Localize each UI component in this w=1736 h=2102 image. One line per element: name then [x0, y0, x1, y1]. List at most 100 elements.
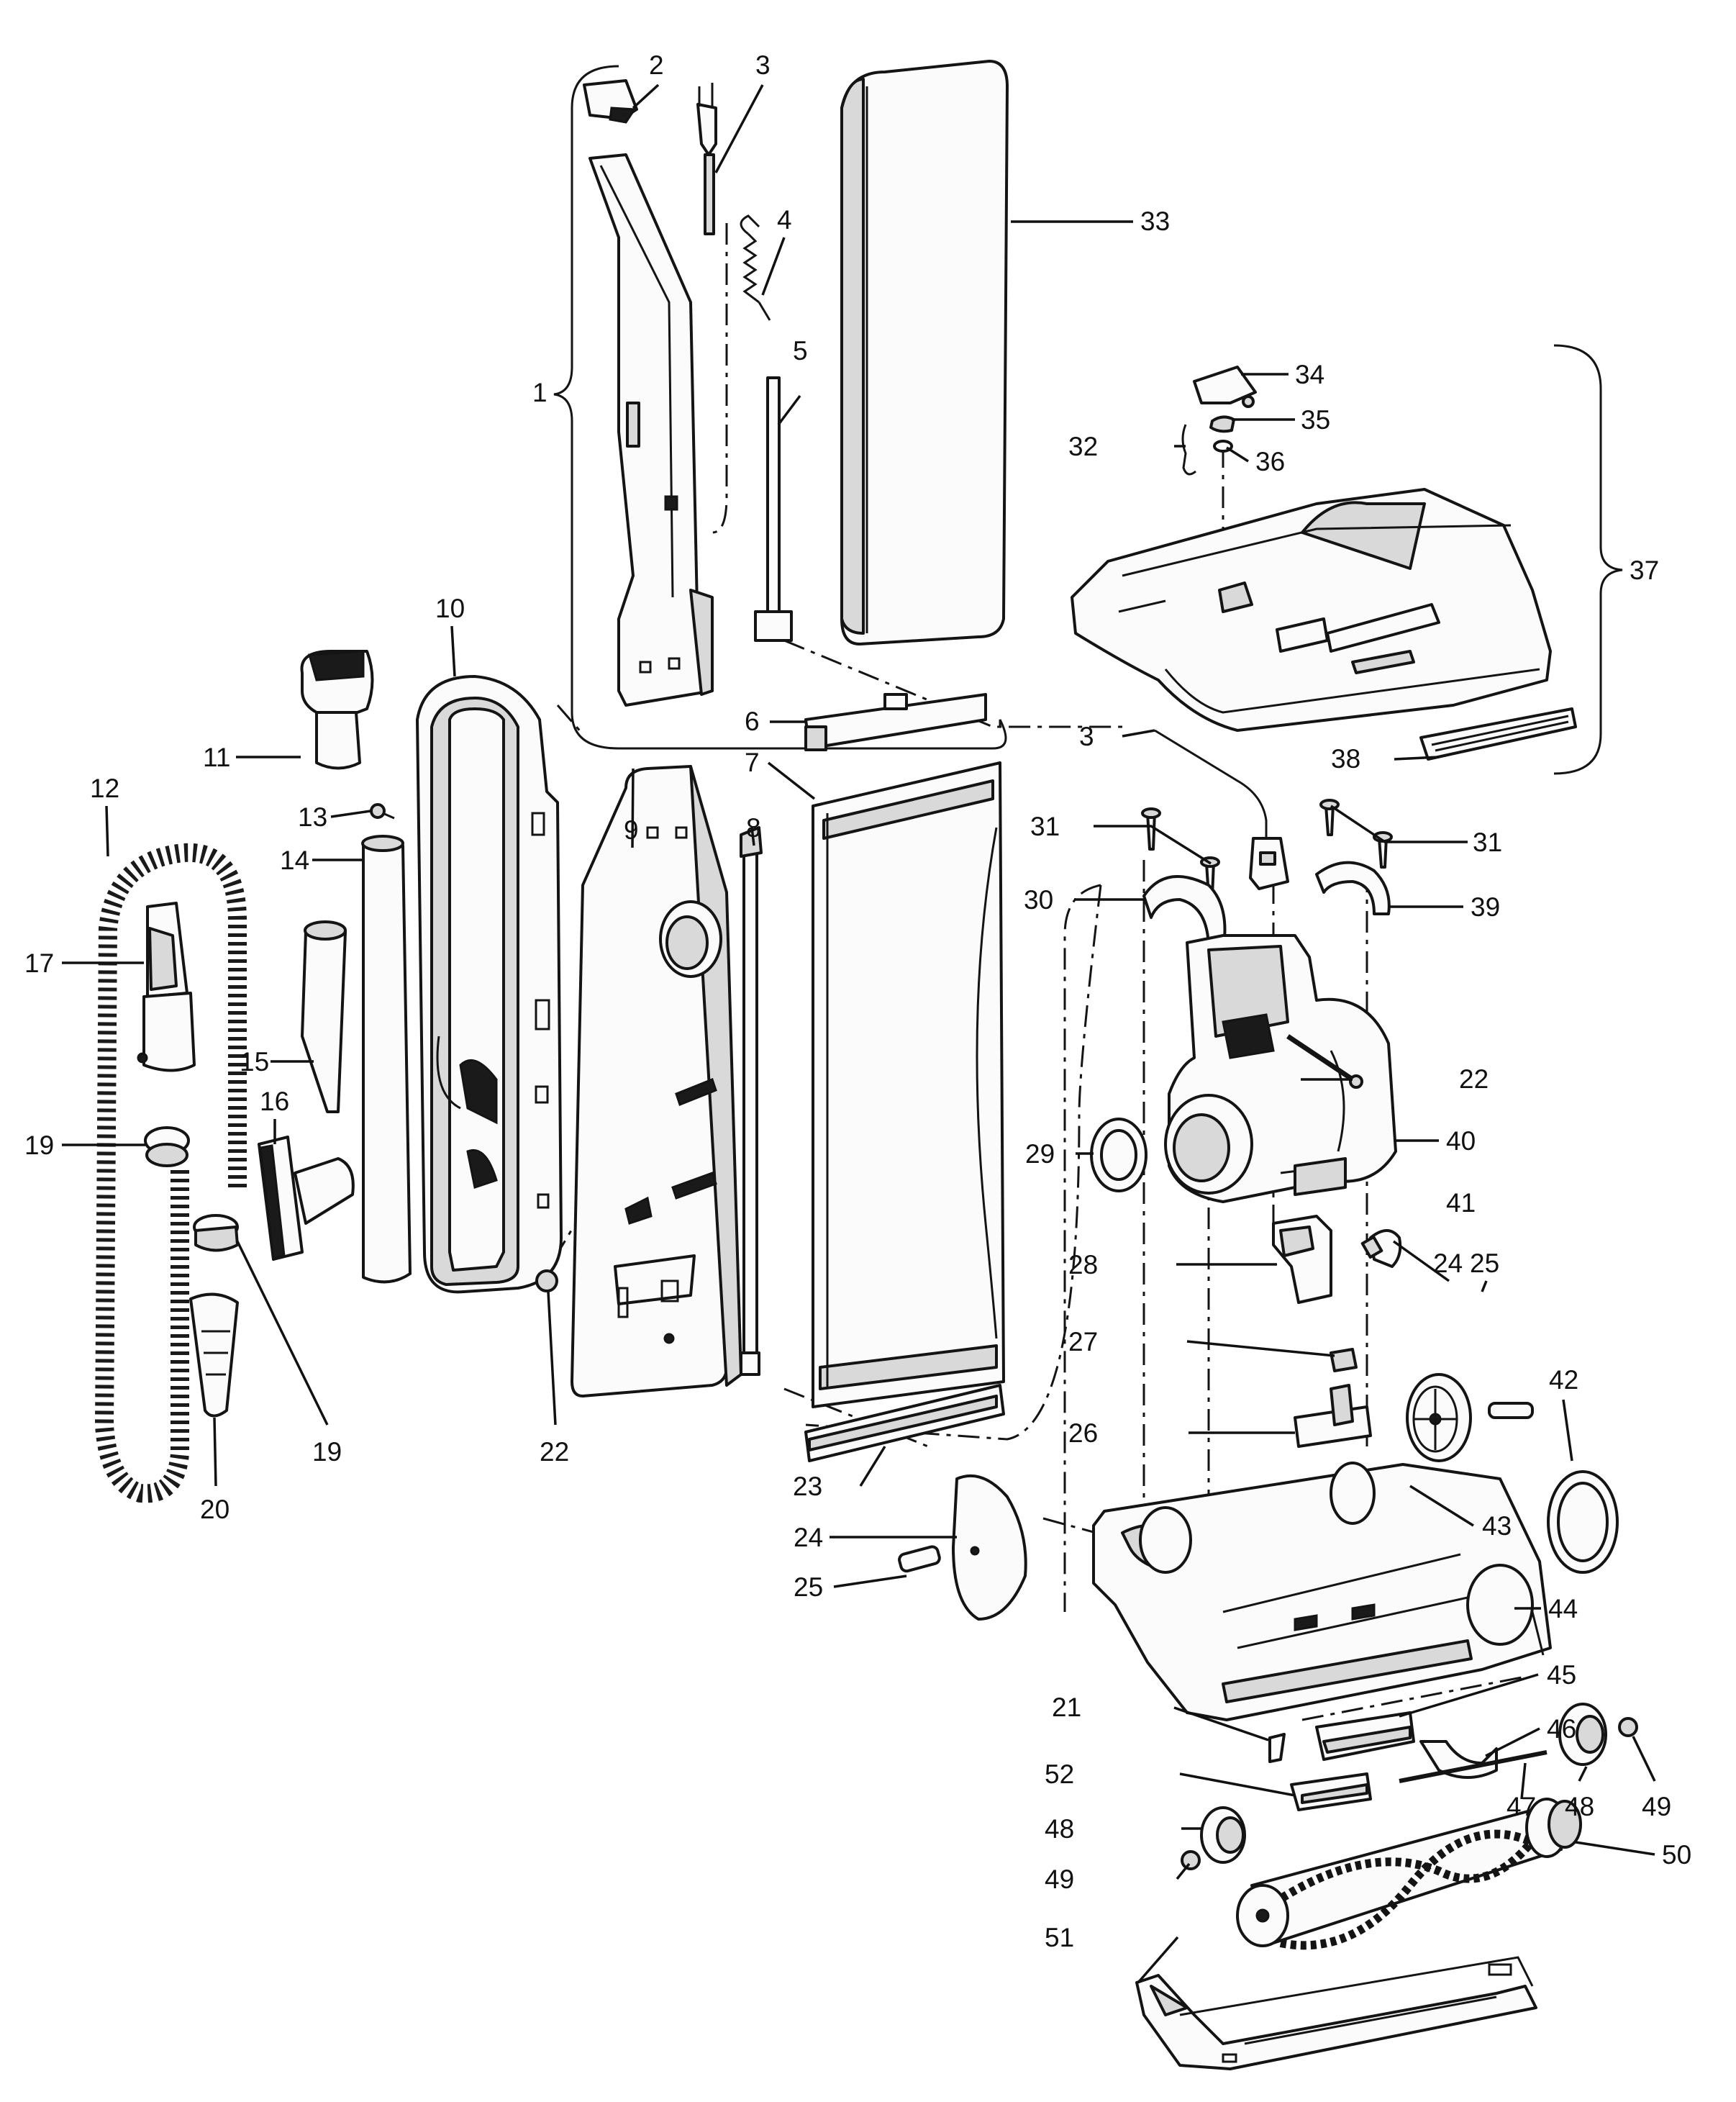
tube-8	[740, 826, 763, 1376]
label-49-right: 49	[1642, 1792, 1671, 1821]
label-22-bottom: 22	[540, 1437, 569, 1467]
crevice-tool	[301, 920, 347, 1113]
bolt-22	[1286, 1034, 1354, 1082]
screw-13	[370, 803, 395, 820]
bag-housing	[571, 765, 742, 1397]
label-43: 43	[1482, 1511, 1512, 1541]
label-36: 36	[1255, 447, 1285, 476]
hose-coil	[94, 843, 247, 1503]
label-52: 52	[1045, 1759, 1074, 1789]
label-16: 16	[260, 1087, 289, 1116]
hose-end-fitting	[189, 1292, 239, 1418]
label-26: 26	[1068, 1418, 1098, 1448]
end-cap-48-left	[1200, 1806, 1246, 1864]
label-20: 20	[200, 1495, 230, 1524]
label-28: 28	[1068, 1250, 1098, 1279]
label-38: 38	[1331, 744, 1360, 774]
bottom-plate	[1135, 1956, 1537, 2070]
part-number-labels: 1 2 3 4 5 33 6 7 8 9 10 11 12 13 14 15 1…	[24, 50, 1691, 1952]
wheel-left	[952, 1474, 1027, 1621]
label-40: 40	[1446, 1126, 1476, 1156]
plate-52	[1290, 1772, 1372, 1811]
bracket-1-tail	[619, 719, 1007, 750]
bolt-22-head	[1349, 1074, 1363, 1089]
bumper-45	[1315, 1711, 1415, 1761]
extension-wand	[361, 835, 412, 1284]
screws-31-right	[1319, 799, 1393, 869]
label-27: 27	[1068, 1327, 1098, 1356]
label-22-motor: 22	[1459, 1064, 1489, 1094]
label-11: 11	[203, 743, 230, 772]
pedal-26	[1294, 1384, 1372, 1448]
label-19-left: 19	[24, 1131, 54, 1160]
label-9: 9	[624, 815, 639, 845]
label-46: 46	[1547, 1714, 1576, 1744]
leader-lines	[62, 83, 1656, 1984]
hose-handle-grip	[137, 902, 196, 1072]
wheel-tire	[1547, 1470, 1619, 1574]
bracket-37	[1553, 344, 1623, 775]
power-cord-plug	[696, 83, 717, 235]
power-cord-lower	[1154, 729, 1289, 890]
nut-49-right	[1618, 1717, 1638, 1737]
label-13: 13	[298, 802, 327, 832]
latch-27	[1330, 1348, 1358, 1372]
label-25-right: 25	[1470, 1249, 1499, 1278]
label-3-lower: 3	[1079, 722, 1094, 751]
label-39: 39	[1471, 892, 1500, 922]
label-24-right: 24	[1433, 1249, 1463, 1278]
label-1: 1	[532, 378, 547, 407]
bracket-1	[553, 65, 619, 750]
label-51: 51	[1045, 1923, 1074, 1952]
axle-25-left	[898, 1545, 941, 1573]
label-50: 50	[1662, 1840, 1691, 1870]
shaft-47	[1399, 1750, 1548, 1783]
handle-part	[583, 79, 714, 707]
light-bulb	[1360, 1229, 1402, 1268]
label-19-bottom: 19	[312, 1437, 342, 1467]
motor-assembly	[1164, 934, 1397, 1203]
label-47: 47	[1506, 1792, 1536, 1821]
label-31-left: 31	[1030, 812, 1060, 841]
nut-49-left	[1181, 1850, 1201, 1870]
brushroll	[1236, 1798, 1582, 1950]
wheel-right	[1406, 1373, 1472, 1462]
axle-25-right	[1488, 1402, 1534, 1419]
bag-clamp-23	[804, 1384, 1005, 1462]
label-4: 4	[777, 205, 792, 235]
spring-part	[740, 214, 771, 321]
label-42: 42	[1549, 1365, 1578, 1395]
label-25-left: 25	[794, 1572, 823, 1602]
filter-bag	[812, 761, 1005, 1408]
label-5: 5	[793, 336, 808, 366]
nut-22-left	[535, 1269, 558, 1292]
label-34: 34	[1295, 360, 1324, 389]
dusting-brush-tool	[300, 650, 374, 770]
upholstery-nozzle	[258, 1136, 355, 1261]
label-30: 30	[1024, 885, 1053, 915]
bracket-46	[1419, 1740, 1498, 1779]
label-21: 21	[1052, 1693, 1081, 1722]
hose-cuff-lower	[193, 1214, 239, 1252]
label-48-left: 48	[1045, 1814, 1074, 1844]
front-cover-panel	[840, 60, 1009, 645]
label-15: 15	[240, 1047, 269, 1077]
label-3-top: 3	[755, 50, 771, 80]
label-29: 29	[1025, 1139, 1055, 1169]
label-6: 6	[745, 707, 760, 736]
label-35: 35	[1301, 405, 1330, 435]
label-49-left: 49	[1045, 1865, 1074, 1894]
bag-clamp-6	[804, 693, 987, 751]
label-10: 10	[435, 594, 465, 623]
label-8: 8	[746, 813, 761, 843]
label-23: 23	[793, 1472, 822, 1501]
label-48-right: 48	[1565, 1792, 1594, 1821]
label-12: 12	[90, 774, 119, 803]
label-32: 32	[1068, 432, 1098, 461]
label-37: 37	[1630, 556, 1659, 585]
hood-cover	[1071, 488, 1552, 732]
pin-32	[1181, 424, 1196, 476]
label-44: 44	[1548, 1594, 1578, 1623]
label-41: 41	[1446, 1188, 1476, 1218]
